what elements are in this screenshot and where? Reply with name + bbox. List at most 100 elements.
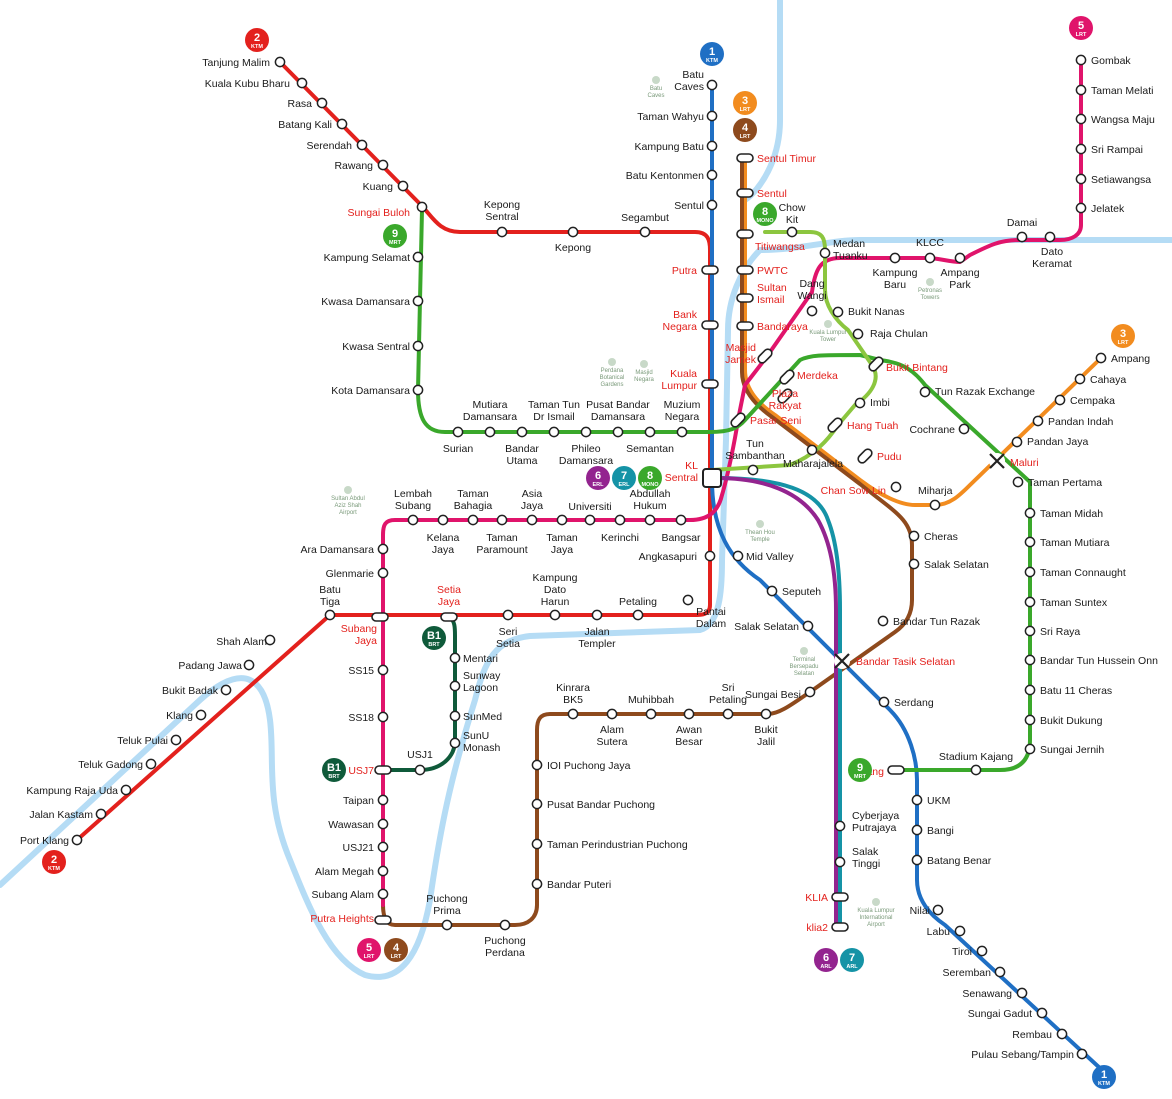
station-marker[interactable] <box>1074 373 1086 385</box>
station-marker[interactable] <box>908 530 920 542</box>
station-marker[interactable] <box>878 696 890 708</box>
station-surian[interactable]: Surian <box>443 426 474 455</box>
station-taman-suntex[interactable]: Taman Suntex <box>1024 596 1108 609</box>
station-taman-connaught[interactable]: Taman Connaught <box>1024 566 1126 579</box>
station-sungai-buloh[interactable]: Sungai Buloh <box>348 201 428 219</box>
station-marker[interactable] <box>407 514 419 526</box>
station-sri-rampai[interactable]: Sri Rampai <box>1075 143 1143 156</box>
station-rembau[interactable]: Rembau <box>1012 1028 1068 1041</box>
station-tun-razak-exchange[interactable]: Tun Razak Exchange <box>919 386 1035 398</box>
station-putra[interactable]: Putra <box>672 265 719 277</box>
station-seputeh[interactable]: Seputeh <box>766 585 821 598</box>
station-marker[interactable] <box>908 558 920 570</box>
station-marker[interactable] <box>374 915 392 925</box>
station-marker[interactable] <box>832 306 844 318</box>
station-marker[interactable] <box>802 620 814 632</box>
station-marker[interactable] <box>701 320 719 330</box>
station-marker[interactable] <box>1095 352 1107 364</box>
station-marker[interactable] <box>377 543 389 555</box>
station-marker[interactable] <box>1011 436 1023 448</box>
station-bandar-tasik-selatan[interactable]: Bandar Tasik Selatan <box>834 653 955 669</box>
station-kepong[interactable]: Kepong <box>555 226 591 254</box>
station-batang-kali[interactable]: Batang Kali <box>278 118 348 131</box>
station-sungai-jernih[interactable]: Sungai Jernih <box>1024 743 1104 756</box>
station-sentul[interactable]: Sentul <box>674 199 718 212</box>
station-marker[interactable] <box>377 888 389 900</box>
station-marker[interactable] <box>316 97 328 109</box>
station-marker[interactable] <box>356 139 368 151</box>
station-marker[interactable] <box>736 153 754 163</box>
station-marker[interactable] <box>644 514 656 526</box>
station-marker[interactable] <box>336 118 348 130</box>
station-marker[interactable] <box>120 784 132 796</box>
station-marker[interactable] <box>736 229 754 239</box>
station-marker[interactable] <box>584 514 596 526</box>
station-marker[interactable] <box>683 708 695 720</box>
station-marker[interactable] <box>1076 1048 1088 1060</box>
station-marker[interactable] <box>1075 84 1087 96</box>
station-marker[interactable] <box>852 328 864 340</box>
station-kampung-batu[interactable]: Kampung Batu <box>635 140 718 153</box>
station-bukit-bintang[interactable]: Bukit Bintang <box>868 356 949 374</box>
station-marker[interactable] <box>786 226 798 238</box>
station-marker[interactable] <box>484 426 496 438</box>
station-marker[interactable] <box>702 468 722 488</box>
station-pusat-bandar-puchong[interactable]: Pusat Bandar Puchong <box>531 798 655 811</box>
station-pwtc[interactable]: PWTC <box>736 265 788 277</box>
station-marker[interactable] <box>831 922 849 932</box>
station-marker[interactable] <box>614 514 626 526</box>
station-marker[interactable] <box>496 226 508 238</box>
station-jalan-kastam[interactable]: Jalan Kastam <box>29 808 107 821</box>
station-taman-mutiara[interactable]: Taman Mutiara <box>1024 536 1110 549</box>
station-marker[interactable] <box>243 659 255 671</box>
station-marker[interactable] <box>676 426 688 438</box>
station-sentul-timur[interactable]: Sentul Timur <box>736 153 816 165</box>
station-marker[interactable] <box>706 140 718 152</box>
station-marker[interactable] <box>1024 596 1036 608</box>
station-bukit-dukung[interactable]: Bukit Dukung <box>1024 714 1103 727</box>
station-marker[interactable] <box>1024 507 1036 519</box>
station-taman-perindustrian-puchong[interactable]: Taman Perindustrian Puchong <box>531 838 688 851</box>
station-seremban[interactable]: Seremban <box>943 966 1006 979</box>
station-marker[interactable] <box>1024 625 1036 637</box>
station-marker[interactable] <box>377 794 389 806</box>
station-marker[interactable] <box>932 904 944 916</box>
station-batu-11-cheras[interactable]: Batu 11 Cheras <box>1024 684 1112 697</box>
station-marker[interactable] <box>924 252 936 264</box>
station-marker[interactable] <box>1024 714 1036 726</box>
station-nilai[interactable]: Nilai <box>910 904 944 917</box>
station-marker[interactable] <box>95 808 107 820</box>
station-putra-heights[interactable]: Putra Heights <box>310 913 392 925</box>
station-marker[interactable] <box>736 293 754 303</box>
station-bukit-badak[interactable]: Bukit Badak <box>162 684 232 697</box>
station-angkasapuri[interactable]: Angkasapuri <box>639 550 716 563</box>
station-taipan[interactable]: Taipan <box>343 794 389 807</box>
station-miharja[interactable]: Miharja <box>918 485 953 511</box>
station-marker[interactable] <box>437 514 449 526</box>
station-marker[interactable] <box>887 765 905 775</box>
station-marker[interactable] <box>911 824 923 836</box>
station-marker[interactable] <box>324 609 336 621</box>
station-sungai-gadut[interactable]: Sungai Gadut <box>968 1007 1048 1020</box>
station-ss15[interactable]: SS15 <box>348 664 389 677</box>
station-klcc[interactable]: KLCC <box>916 237 944 264</box>
station-wangsa-maju[interactable]: Wangsa Maju <box>1075 113 1155 126</box>
station-marker[interactable] <box>416 201 428 213</box>
station-cochrane[interactable]: Cochrane <box>909 423 970 436</box>
station-marker[interactable] <box>412 251 424 263</box>
